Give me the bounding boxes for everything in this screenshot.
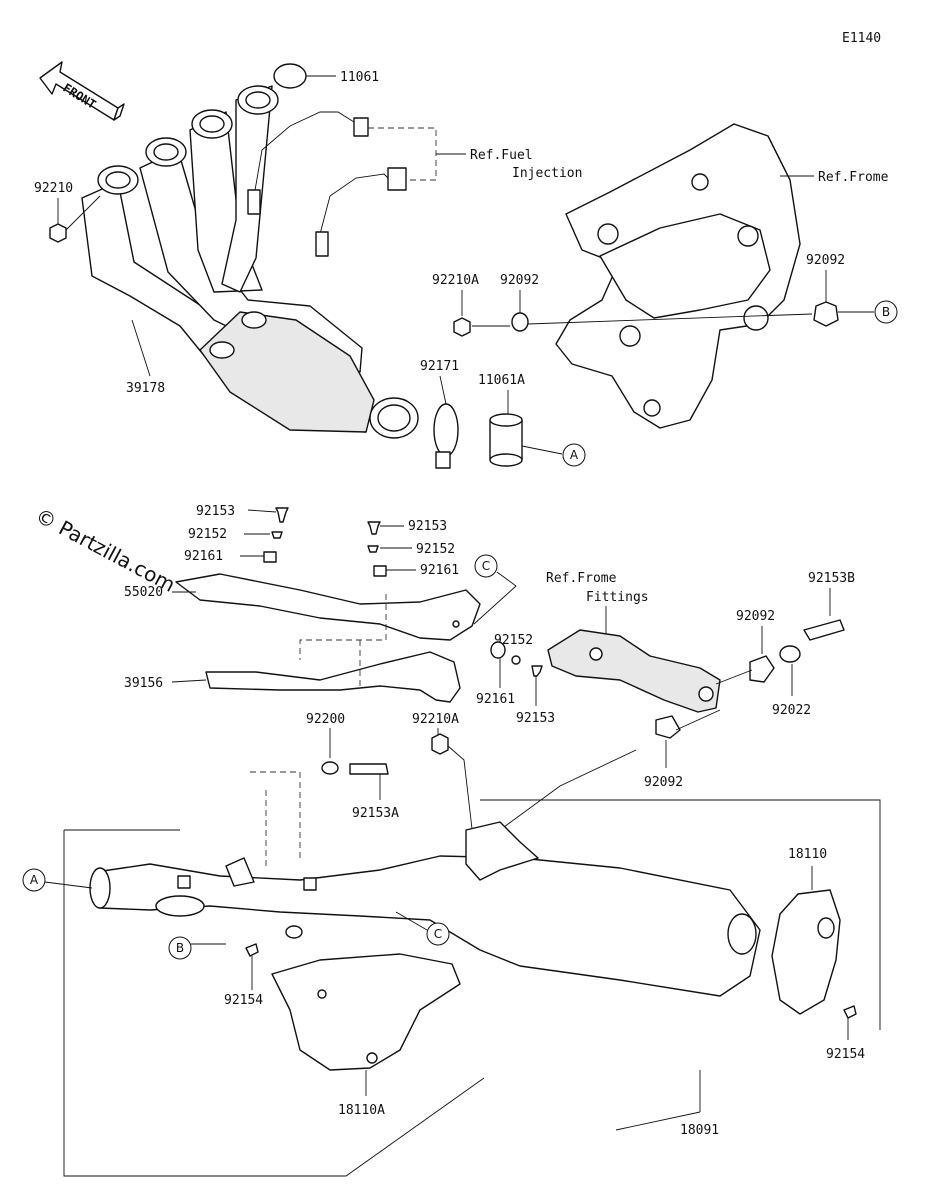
diagram-code: E1140 xyxy=(842,31,881,46)
label-92152-left: 92152 xyxy=(188,527,227,542)
ref-fuel-injection-line2: Injection xyxy=(512,166,582,181)
label-92210: 92210 xyxy=(34,181,73,196)
nut-92210 xyxy=(49,223,67,243)
label-92154-right: 92154 xyxy=(826,1047,865,1062)
svg-text:A: A xyxy=(30,873,39,887)
label-92152-mid: 92152 xyxy=(416,542,455,557)
label-11061: 11061 xyxy=(340,70,379,85)
label-92161-left: 92161 xyxy=(184,549,223,564)
nut-92210A-upper xyxy=(453,317,471,337)
grommet-92161-mid xyxy=(373,565,387,577)
oxygen-sensor-wiring xyxy=(247,111,466,257)
label-92022: 92022 xyxy=(772,703,811,718)
label-18091: 18091 xyxy=(680,1123,719,1138)
svg-text:A: A xyxy=(570,448,579,462)
collar-92092-upper xyxy=(511,312,529,332)
header-pipe-assembly xyxy=(81,85,419,439)
label-39178: 39178 xyxy=(126,381,165,396)
label-92154-left: 92154 xyxy=(224,993,263,1008)
front-arrow-icon: FRONT xyxy=(39,61,125,121)
label-92153A: 92153A xyxy=(352,806,399,821)
svg-text:C: C xyxy=(482,559,490,573)
inner-cover-39156 xyxy=(205,651,461,703)
callout-c-lower xyxy=(426,922,450,946)
ref-frame: Ref.Frome xyxy=(818,170,889,185)
frame xyxy=(555,123,801,429)
label-92153B: 92153B xyxy=(808,571,855,586)
clamp-92171 xyxy=(433,403,459,469)
label-11061A: 11061A xyxy=(478,373,525,388)
gasket-11061A xyxy=(489,413,523,467)
label-92152-right: 92152 xyxy=(494,633,533,648)
label-92200: 92200 xyxy=(306,712,345,727)
label-92210A-upper: 92210A xyxy=(432,273,479,288)
svg-text:C: C xyxy=(434,927,442,941)
label-18110A: 18110A xyxy=(338,1103,385,1118)
collar-92092-mid xyxy=(749,655,775,683)
callout-b-lower xyxy=(168,936,192,960)
label-18110: 18110 xyxy=(788,847,827,862)
collar-92092-right xyxy=(813,301,839,327)
label-92092-right: 92092 xyxy=(806,253,845,268)
screw-92153-mid xyxy=(367,521,381,535)
bolt-92153A xyxy=(349,763,389,775)
heat-guard-18110A xyxy=(271,953,461,1071)
label-92092-mid: 92092 xyxy=(736,609,775,624)
bolt-92154-left xyxy=(245,943,259,957)
label-92153-right: 92153 xyxy=(516,711,555,726)
muffler-18091 xyxy=(89,821,761,997)
grommet-92161-right xyxy=(490,641,506,659)
screw-92153-left xyxy=(275,507,289,523)
end-cap-18110 xyxy=(771,889,841,1015)
svg-text:B: B xyxy=(882,305,890,319)
frame-fittings-bracket xyxy=(547,629,721,713)
label-92161-mid: 92161 xyxy=(420,563,459,578)
watermark: © Partzilla.com xyxy=(32,503,180,597)
label-55020: 55020 xyxy=(124,585,163,600)
label-39156: 39156 xyxy=(124,676,163,691)
nut-92210A-lower xyxy=(431,733,449,755)
screw-92153-right xyxy=(531,665,543,677)
ref-fuel-injection-line1: Ref.Fuel xyxy=(470,148,533,163)
washer-92152-right xyxy=(511,655,521,665)
gasket-11061 xyxy=(273,63,307,89)
bolt-92153B xyxy=(803,619,845,641)
ref-frame-fittings-line2: Fittings xyxy=(586,590,649,605)
label-92153-left: 92153 xyxy=(196,504,235,519)
callout-a-lower xyxy=(22,868,46,892)
svg-text:B: B xyxy=(176,941,184,955)
heat-guard-55020 xyxy=(175,573,481,641)
label-92210A-lower: 92210A xyxy=(412,712,459,727)
washer-92152-left xyxy=(271,531,283,539)
callout-a-upper xyxy=(562,443,586,467)
grommet-92161-left xyxy=(263,551,277,563)
callout-c-upper xyxy=(474,554,498,578)
label-92092-lower: 92092 xyxy=(644,775,683,790)
label-92092-upper: 92092 xyxy=(500,273,539,288)
callout-b-upper xyxy=(874,300,898,324)
ref-frame-fittings-line1: Ref.Frome xyxy=(546,571,617,586)
washer-92200 xyxy=(321,761,339,775)
label-92161-right: 92161 xyxy=(476,692,515,707)
label-92153-mid: 92153 xyxy=(408,519,447,534)
label-92171: 92171 xyxy=(420,359,459,374)
washer-92022 xyxy=(779,645,801,663)
washer-92152-mid xyxy=(367,545,379,553)
bolt-92154-right xyxy=(843,1005,857,1019)
collar-92092-lower xyxy=(655,715,681,739)
